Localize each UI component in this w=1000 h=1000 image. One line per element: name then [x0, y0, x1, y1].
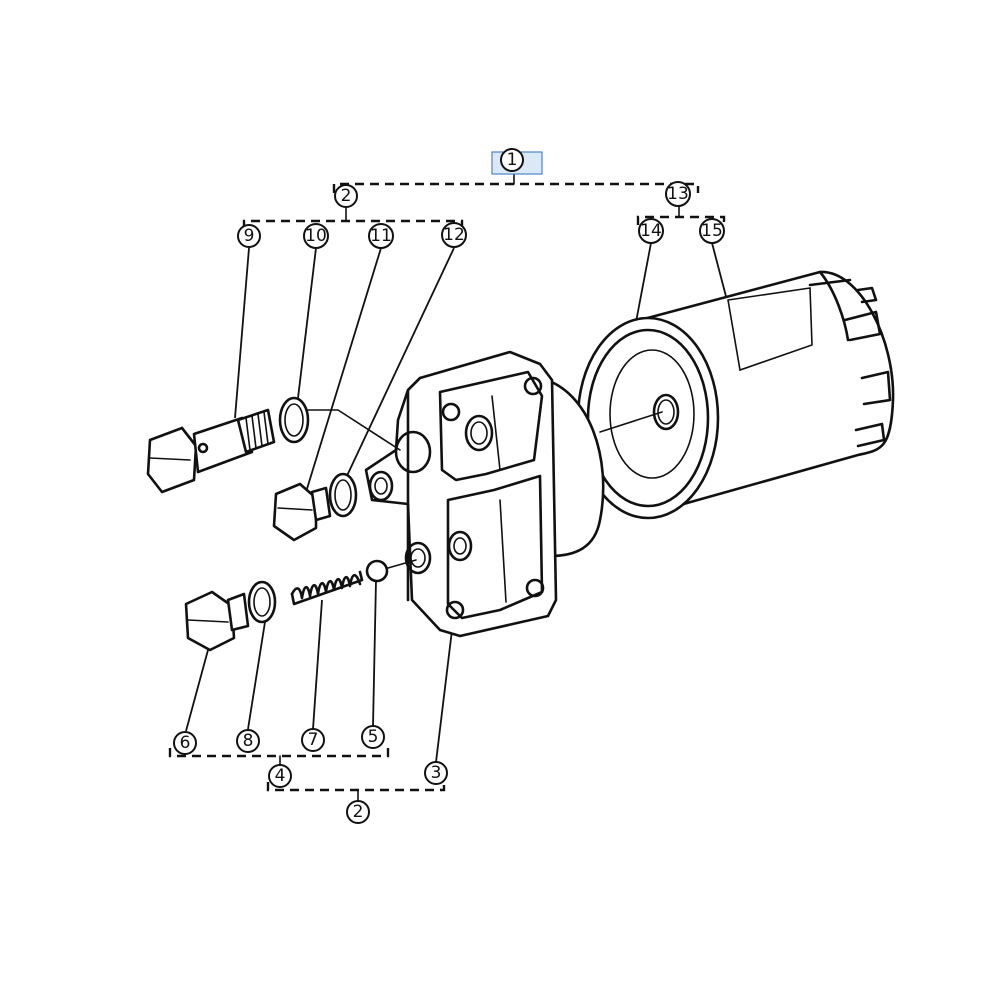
svg-text:8: 8	[243, 731, 254, 751]
svg-text:12: 12	[443, 225, 465, 245]
hollow-bolt	[146, 408, 276, 494]
svg-text:14: 14	[640, 221, 662, 241]
callout-11[interactable]: 11	[368, 223, 394, 249]
callouts: 1 2 13 9 10 11 12 14 15 6 8 7 5 4 3 2	[173, 148, 725, 824]
svg-text:13: 13	[667, 184, 689, 204]
svg-text:6: 6	[180, 733, 191, 753]
callout-15[interactable]: 15	[699, 218, 725, 244]
callout-4[interactable]: 4	[268, 764, 292, 788]
callout-8[interactable]: 8	[236, 729, 260, 753]
callout-14[interactable]: 14	[638, 218, 664, 244]
svg-text:5: 5	[368, 727, 379, 747]
svg-text:1: 1	[507, 150, 518, 170]
plug-screw-upper	[272, 482, 332, 542]
callout-9[interactable]: 9	[237, 224, 261, 248]
callout-10[interactable]: 10	[303, 223, 329, 249]
plug-screw-lower	[184, 590, 250, 652]
seal-rings	[247, 396, 358, 624]
callout-5[interactable]: 5	[361, 725, 385, 749]
leader-lines	[185, 242, 729, 763]
filter-cartridge	[576, 270, 895, 520]
svg-text:2: 2	[341, 186, 352, 206]
callout-1[interactable]: 1	[500, 148, 524, 172]
callout-13[interactable]: 13	[665, 181, 691, 207]
callout-3[interactable]: 3	[424, 761, 448, 785]
callout-7[interactable]: 7	[301, 728, 325, 752]
svg-text:7: 7	[308, 730, 319, 750]
svg-text:11: 11	[370, 226, 392, 246]
check-ball	[365, 559, 417, 583]
callout-12[interactable]: 12	[441, 222, 467, 248]
callout-2-bottom[interactable]: 2	[346, 800, 370, 824]
svg-text:3: 3	[431, 763, 442, 783]
svg-text:15: 15	[701, 221, 723, 241]
svg-text:4: 4	[275, 766, 286, 786]
callout-6[interactable]: 6	[173, 731, 197, 755]
flange-housing	[299, 350, 605, 638]
svg-text:9: 9	[244, 226, 255, 246]
callout-2-top[interactable]: 2	[334, 184, 358, 208]
svg-text:10: 10	[305, 226, 327, 246]
relief-spring	[290, 570, 364, 606]
svg-text:2: 2	[353, 802, 364, 822]
